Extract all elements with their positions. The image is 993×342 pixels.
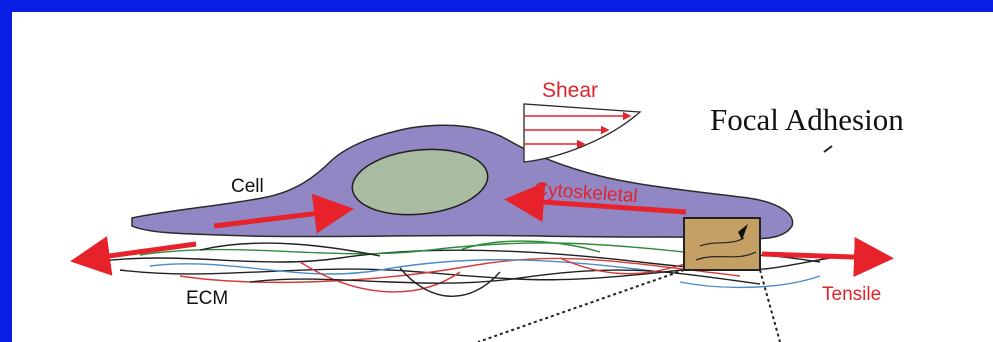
zoom-line-right [760,270,780,342]
focal-adhesion-box [684,218,760,270]
zoom-line-left [478,270,684,342]
tensile-arrow-left [80,244,196,260]
cell-label: Cell [231,176,264,197]
shear-label: Shear [542,79,598,102]
focal-adhesion-label: Focal Adhesion [710,102,904,137]
shear-profile [524,104,640,162]
tensile-label: Tensile [822,284,881,305]
ecm-fiber [680,276,820,287]
ecm-fiber [300,262,460,292]
focal-adhesion-tick [824,146,832,152]
ecm-label: ECM [186,288,228,309]
